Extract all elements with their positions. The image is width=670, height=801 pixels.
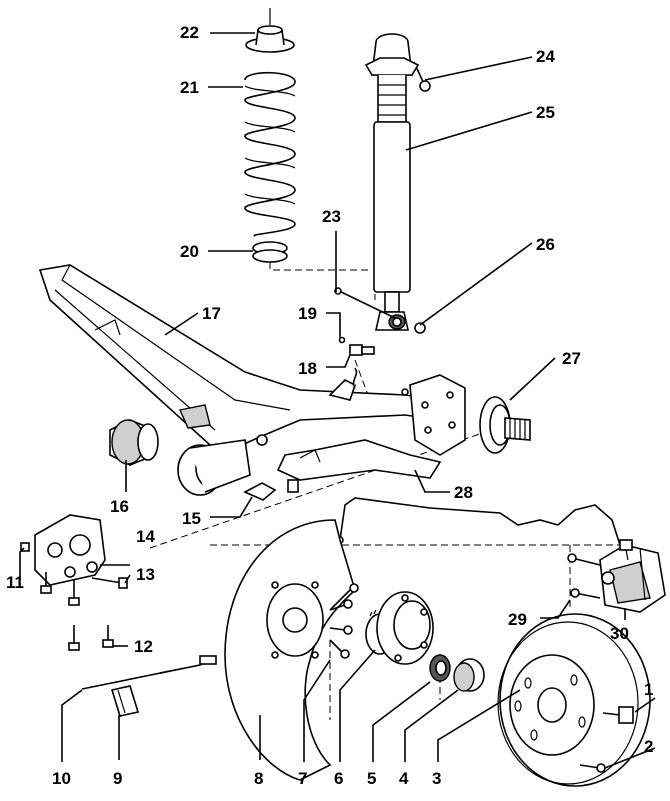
pin (243, 479, 299, 501)
callout-13: 13 (136, 565, 155, 584)
callout-12: 12 (134, 637, 153, 656)
brake-disc (497, 613, 651, 787)
stub-axle-bracket (401, 374, 466, 456)
dust-cap (453, 658, 485, 692)
carrier-long-bolt (91, 577, 128, 589)
callout-27: 27 (562, 349, 581, 368)
callout-29: 29 (508, 610, 527, 629)
backing-plate (224, 519, 356, 781)
callout-21: 21 (180, 78, 199, 97)
sensor-clip (110, 685, 140, 717)
callout-10: 10 (52, 769, 71, 788)
beam-bushing-eye (177, 439, 251, 496)
coil-spring (244, 71, 296, 237)
callout-9: 9 (113, 769, 123, 788)
callout-25: 25 (536, 103, 555, 122)
brake-caliper (599, 539, 666, 613)
callout-17: 17 (202, 304, 221, 323)
callout-22: 22 (180, 23, 199, 42)
wheel-hub (365, 591, 434, 665)
callout-19: 19 (298, 304, 317, 323)
shock-top-bolt (413, 61, 431, 92)
callout-15: 15 (182, 509, 201, 528)
callout-3: 3 (432, 769, 442, 788)
shock-lower-bolt (334, 287, 396, 319)
callout-14: 14 (136, 527, 155, 546)
callout-2: 2 (644, 737, 654, 756)
heat-shield (276, 439, 442, 481)
upper-spring-seat (245, 8, 295, 53)
brake-carrier (34, 514, 106, 586)
backing-plate-bolts (329, 583, 359, 659)
callout-1: 1 (644, 680, 654, 699)
callout-8: 8 (254, 769, 264, 788)
callout-4: 4 (399, 769, 409, 788)
stub-axle (479, 396, 531, 454)
shock-absorber (364, 33, 420, 331)
leader-lines (19, 32, 656, 769)
callout-6: 6 (334, 769, 344, 788)
wheel-bolt (602, 706, 634, 724)
callout-5: 5 (367, 769, 377, 788)
small-nut (20, 542, 30, 552)
brake-line (336, 497, 621, 546)
callout-24: 24 (536, 47, 555, 66)
callout-7: 7 (298, 769, 308, 788)
callout-16: 16 (110, 497, 129, 516)
callout-30: 30 (610, 624, 629, 643)
callout-26: 26 (536, 235, 555, 254)
callout-28: 28 (454, 483, 473, 502)
disc-screw (579, 763, 606, 773)
shock-lower-nut (414, 322, 426, 334)
callout-23: 23 (322, 207, 341, 226)
lower-spring-seat (252, 241, 288, 263)
carrier-bolts (40, 572, 114, 651)
sensor-rod (81, 655, 217, 690)
brake-bleed-parts (338, 336, 375, 356)
callout-18: 18 (298, 359, 317, 378)
axle-bushing (109, 419, 159, 466)
callout-11: 11 (6, 573, 24, 592)
callout-20: 20 (180, 242, 199, 261)
caliper-bolts (567, 553, 601, 599)
wheel-bearing (429, 654, 451, 682)
